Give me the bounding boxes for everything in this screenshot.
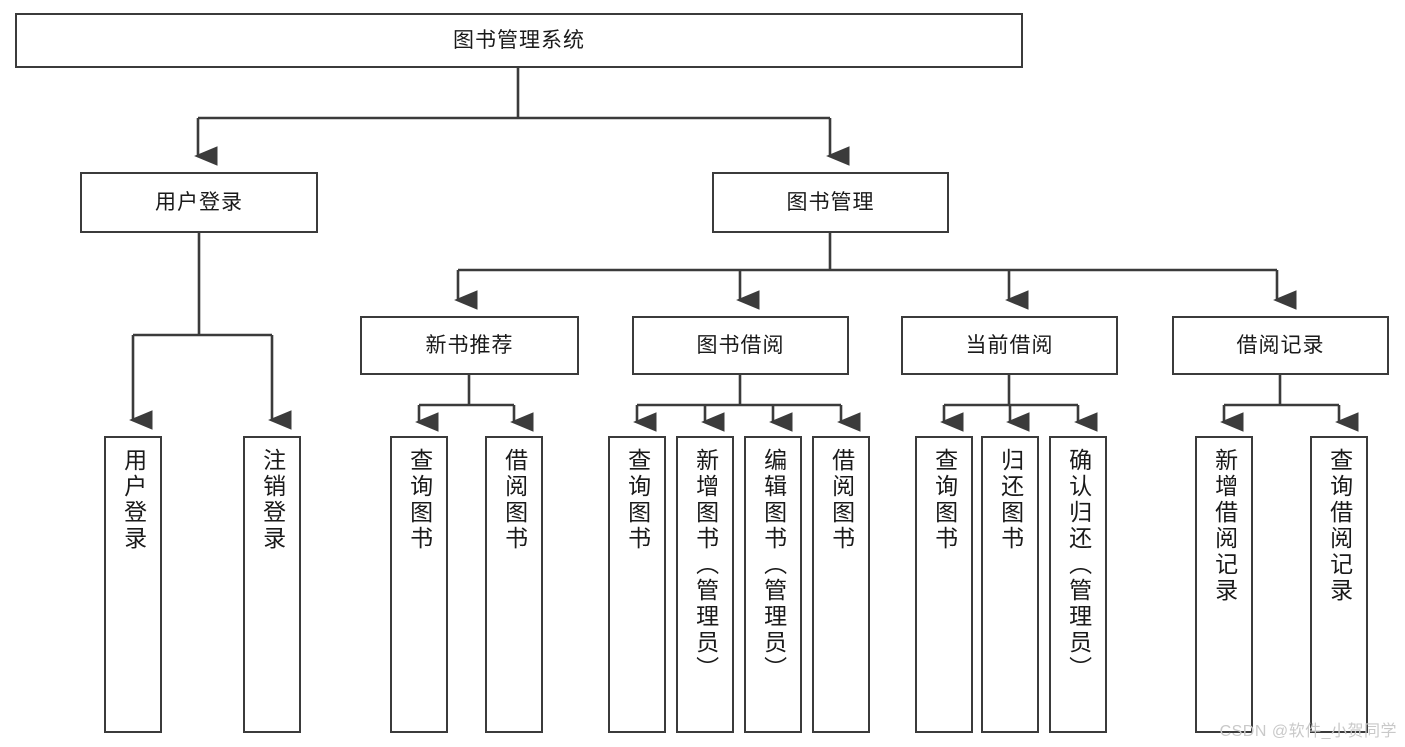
leaf-edit-book[interactable]: 编辑图书（管理员） bbox=[744, 436, 802, 733]
leaf-edit-book-label: 编辑图书（管理员） bbox=[760, 448, 787, 682]
node-new-book-recommend[interactable]: 新书推荐 bbox=[360, 316, 579, 375]
node-current-borrow[interactable]: 当前借阅 bbox=[901, 316, 1118, 375]
leaf-query-book-1[interactable]: 查询图书 bbox=[390, 436, 448, 733]
leaf-logout[interactable]: 注销登录 bbox=[243, 436, 301, 733]
leaf-query-book-3-label: 查询图书 bbox=[931, 448, 958, 552]
node-borrow-record-label: 借阅记录 bbox=[1236, 333, 1325, 357]
leaf-user-login-label: 用户登录 bbox=[120, 448, 147, 552]
watermark-text: CSDN @软件_小贺同学 bbox=[1219, 723, 1397, 740]
node-book-borrow[interactable]: 图书借阅 bbox=[632, 316, 849, 375]
leaf-confirm-return-label: 确认归还（管理员） bbox=[1065, 448, 1092, 682]
leaf-add-record-label: 新增借阅记录 bbox=[1211, 448, 1238, 604]
leaf-borrow-book-2-label: 借阅图书 bbox=[828, 448, 855, 552]
node-book-manage-label: 图书管理 bbox=[786, 190, 875, 214]
leaf-add-book-label: 新增图书（管理员） bbox=[692, 448, 719, 682]
leaf-return-book[interactable]: 归还图书 bbox=[981, 436, 1039, 733]
leaf-query-record-label: 查询借阅记录 bbox=[1326, 448, 1353, 604]
leaf-borrow-book-1[interactable]: 借阅图书 bbox=[485, 436, 543, 733]
leaf-confirm-return[interactable]: 确认归还（管理员） bbox=[1049, 436, 1107, 733]
node-current-borrow-label: 当前借阅 bbox=[965, 333, 1054, 357]
leaf-logout-label: 注销登录 bbox=[259, 448, 286, 552]
leaf-borrow-book-1-label: 借阅图书 bbox=[501, 448, 528, 552]
node-root-label: 图书管理系统 bbox=[453, 28, 585, 52]
leaf-query-book-2[interactable]: 查询图书 bbox=[608, 436, 666, 733]
leaf-query-book-3[interactable]: 查询图书 bbox=[915, 436, 973, 733]
node-book-manage[interactable]: 图书管理 bbox=[712, 172, 949, 233]
node-new-book-recommend-label: 新书推荐 bbox=[425, 333, 514, 357]
leaf-query-book-1-label: 查询图书 bbox=[406, 448, 433, 552]
node-book-borrow-label: 图书借阅 bbox=[696, 333, 785, 357]
leaf-query-book-2-label: 查询图书 bbox=[624, 448, 651, 552]
node-user-login-label: 用户登录 bbox=[155, 190, 243, 214]
leaf-borrow-book-2[interactable]: 借阅图书 bbox=[812, 436, 870, 733]
node-user-login[interactable]: 用户登录 bbox=[80, 172, 318, 233]
leaf-add-book[interactable]: 新增图书（管理员） bbox=[676, 436, 734, 733]
leaf-query-record[interactable]: 查询借阅记录 bbox=[1310, 436, 1368, 733]
leaf-add-record[interactable]: 新增借阅记录 bbox=[1195, 436, 1253, 733]
node-borrow-record[interactable]: 借阅记录 bbox=[1172, 316, 1389, 375]
leaf-user-login[interactable]: 用户登录 bbox=[104, 436, 162, 733]
leaf-return-book-label: 归还图书 bbox=[997, 448, 1024, 552]
node-root[interactable]: 图书管理系统 bbox=[15, 13, 1023, 68]
